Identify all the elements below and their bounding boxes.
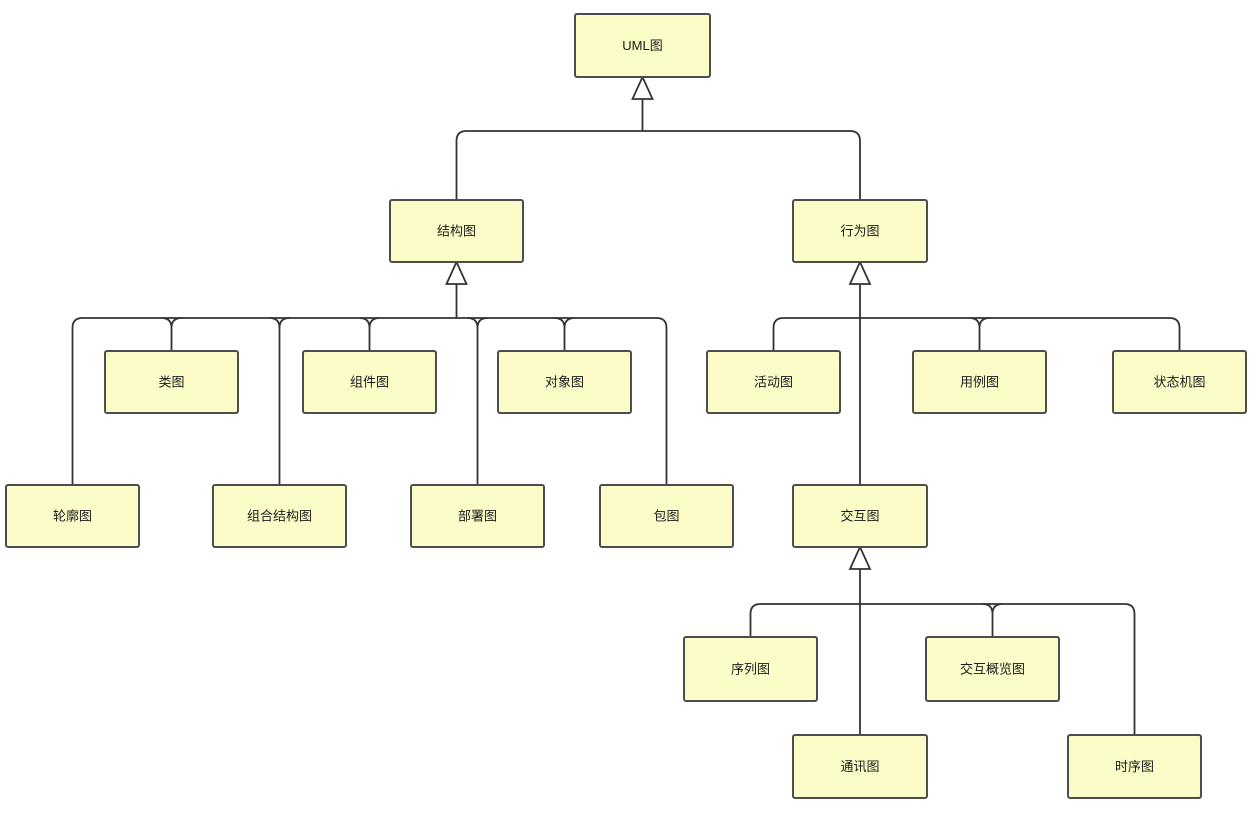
node-communication-box [792, 734, 928, 799]
node-composite-label: 组合结构图 [247, 509, 312, 524]
edge-drop-object [554, 317, 575, 351]
node-activity: 活动图 [706, 350, 841, 414]
node-profile-label: 轮廓图 [53, 509, 92, 524]
node-timing-label: 时序图 [1115, 759, 1154, 774]
node-timing: 时序图 [1067, 734, 1202, 799]
node-usecase-box [912, 350, 1047, 414]
node-structure-label: 结构图 [437, 224, 476, 239]
node-behavior: 行为图 [792, 199, 928, 263]
node-structure-box [389, 199, 524, 263]
node-class-box [104, 350, 239, 414]
node-object-label: 对象图 [545, 375, 584, 390]
edge-drop-overview [982, 603, 1003, 637]
generalization-arrow-uml [631, 74, 654, 100]
node-object-box [497, 350, 632, 414]
node-package: 包图 [599, 484, 734, 548]
node-communication: 通讯图 [792, 734, 928, 799]
node-class-label: 类图 [158, 375, 184, 390]
edge-interaction-bus [749, 603, 1136, 735]
edge-behavior-bus [772, 317, 1181, 351]
edge-drop-class [161, 317, 182, 351]
edge-drop-component [359, 317, 380, 351]
node-usecase: 用例图 [912, 350, 1047, 414]
node-behavior-box [792, 199, 928, 263]
node-component-box [302, 350, 437, 414]
generalization-arrow-structure [445, 259, 468, 285]
node-overview-label: 交互概览图 [960, 662, 1025, 677]
node-profile-box [5, 484, 140, 548]
node-structure: 结构图 [389, 199, 524, 263]
node-overview: 交互概览图 [925, 636, 1060, 702]
node-composite-box [212, 484, 347, 548]
node-activity-label: 活动图 [754, 375, 793, 390]
node-composite: 组合结构图 [212, 484, 347, 548]
node-uml-label: UML图 [622, 38, 662, 53]
edge-structure-bus [71, 317, 668, 485]
node-timing-box [1067, 734, 1202, 799]
node-communication-label: 通讯图 [840, 759, 879, 774]
node-activity-box [706, 350, 841, 414]
node-statemachine: 状态机图 [1112, 350, 1247, 414]
node-sequence-box [683, 636, 818, 702]
node-statemachine-box [1112, 350, 1247, 414]
node-behavior-label: 行为图 [840, 224, 879, 239]
node-usecase-label: 用例图 [960, 375, 999, 390]
node-interaction-label: 交互图 [840, 509, 879, 524]
node-deployment-label: 部署图 [458, 509, 497, 524]
node-deployment: 部署图 [410, 484, 545, 548]
node-package-label: 包图 [653, 509, 679, 524]
node-sequence: 序列图 [683, 636, 818, 702]
generalization-arrow-behavior [848, 259, 872, 285]
node-object: 对象图 [497, 350, 632, 414]
node-statemachine-label: 状态机图 [1153, 375, 1205, 390]
edge-drop-deployment [467, 317, 488, 485]
node-interaction: 交互图 [792, 484, 928, 548]
node-overview-box [925, 636, 1060, 702]
node-sequence-label: 序列图 [731, 662, 770, 677]
node-deployment-box [410, 484, 545, 548]
node-component: 组件图 [302, 350, 437, 414]
node-class: 类图 [104, 350, 239, 414]
node-uml-box [574, 13, 711, 78]
edge-uml-bus [455, 130, 861, 200]
node-uml: UML图 [574, 13, 711, 78]
node-component-label: 组件图 [350, 375, 389, 390]
edge-drop-usecase [969, 317, 990, 351]
node-interaction-box [792, 484, 928, 548]
edge-drop-composite [269, 317, 290, 485]
node-profile: 轮廓图 [5, 484, 140, 548]
generalization-arrow-interaction [848, 544, 872, 570]
node-package-box [599, 484, 734, 548]
